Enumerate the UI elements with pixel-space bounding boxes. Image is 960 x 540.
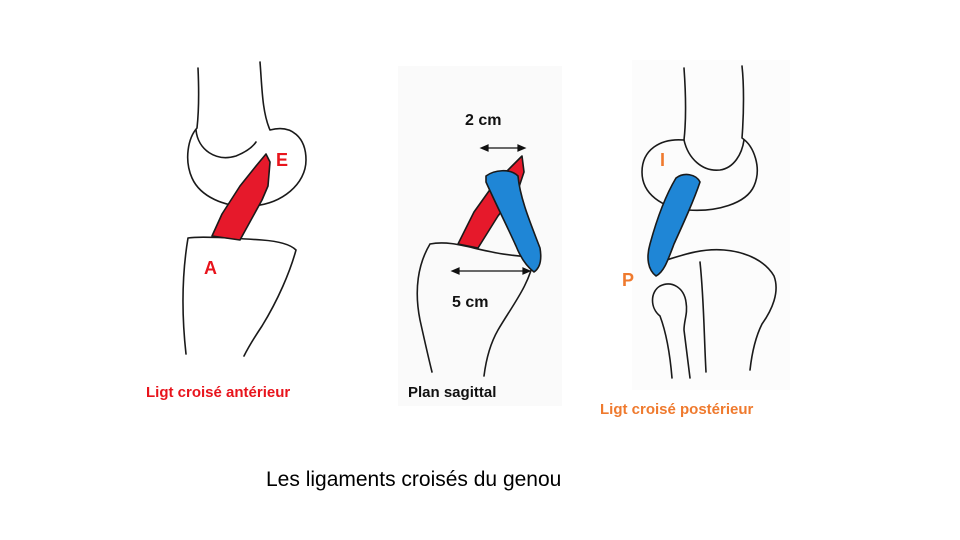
point-i-label: I [660,150,666,170]
left-caption: Ligt croisé antérieur [146,384,291,401]
right-condyle-notch [684,140,744,170]
pcl-ligament [648,175,700,276]
left-condyle-notch [196,130,256,158]
left-tibia-outline [183,237,296,356]
right-caption: Ligt croisé postérieur [600,401,754,418]
measure-bottom-label: 5 cm [452,294,489,311]
point-e-label: E [276,150,289,170]
measure-top-label: 2 cm [465,112,502,129]
point-a-label: A [204,258,217,278]
middle-pcl-ligament [486,171,541,272]
page-title: Les ligaments croisés du genou [266,468,562,491]
right-tibia-outline [660,250,776,372]
measure-arrows [452,145,530,274]
right-fibula-outline [653,284,691,378]
acl-ligament [212,154,270,240]
point-p-label: P [622,270,635,290]
middle-caption: Plan sagittal [408,384,497,401]
